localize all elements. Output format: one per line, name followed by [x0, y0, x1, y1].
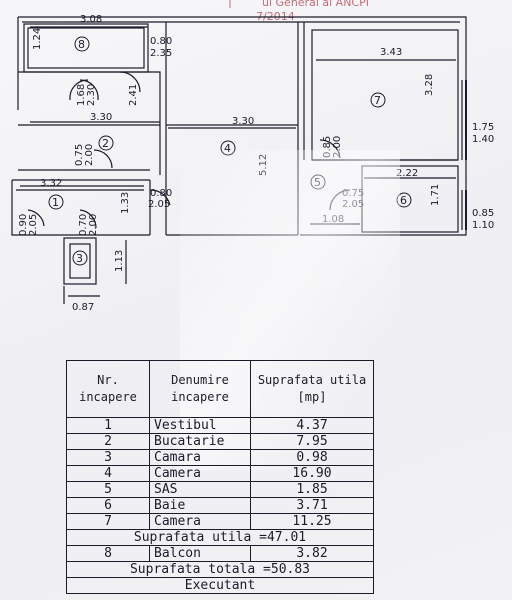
dim-113: 1.13	[114, 250, 125, 272]
balcon-row: 8 Balcon 3.82	[66, 545, 374, 562]
room-label-3: 3	[76, 252, 83, 265]
table-header-row: Nr. incapere Denumire incapere Suprafata…	[66, 360, 374, 418]
dim-222: 2.22	[396, 168, 418, 179]
dim-075-a: 0.75	[74, 144, 85, 166]
dim-241: 2.41	[128, 84, 139, 106]
dim-124: 1.24	[32, 28, 43, 50]
row-area: 1.85	[250, 481, 374, 498]
dim-308: 3.08	[80, 14, 102, 25]
stamp-line-1: ul General al ANCPI	[262, 0, 369, 9]
suprafata-utila-total: Suprafata utila =47.01	[66, 529, 374, 546]
table-row: 1 Vestibul 4.37	[66, 417, 374, 434]
dim-108: 1.08	[322, 214, 344, 225]
table-row: 6 Baie 3.71	[66, 497, 374, 514]
dim-110: 1.10	[472, 220, 494, 231]
dim-230: 2.30	[86, 84, 97, 106]
row-name: Baie	[149, 497, 251, 514]
dim-175: 1.75	[472, 122, 494, 133]
header-denumire: Denumire incapere	[149, 360, 251, 418]
dim-205-b: 2.05	[342, 199, 364, 210]
suprafata-totala-row: Suprafata totala =50.83	[66, 561, 374, 578]
row-nr: 2	[66, 433, 150, 450]
executant-row: Executant	[66, 577, 374, 594]
walls	[11, 16, 467, 304]
row-name: Camera	[149, 513, 251, 530]
row-area: 3.71	[250, 497, 374, 514]
row-name: Bucatarie	[149, 433, 251, 450]
room-markers: 8 2 4 7 5 6 1 3	[48, 36, 412, 266]
row-name: Vestibul	[149, 417, 251, 434]
dim-235: 2.35	[150, 48, 172, 59]
row-area: 16.90	[250, 465, 374, 482]
table-row: 4 Camera 16.90	[66, 465, 374, 482]
room-label-6: 6	[400, 194, 407, 207]
row-nr: 3	[66, 449, 150, 466]
dim-205-a: 2.05	[148, 199, 170, 210]
dim-168: 1.68	[76, 84, 87, 106]
dim-085-b: 0.85	[472, 208, 494, 219]
row-nr: 1	[66, 417, 150, 434]
table-row: 7 Camera 11.25	[66, 513, 374, 530]
table-row: 3 Camara 0.98	[66, 449, 374, 466]
row-area: 0.98	[250, 449, 374, 466]
dim-512: 5.12	[258, 154, 269, 176]
row-area: 7.95	[250, 433, 374, 450]
dim-332: 3.32	[40, 178, 62, 189]
dim-080-mid: 0.80	[150, 188, 172, 199]
area-table: Nr. incapere Denumire incapere Suprafata…	[66, 360, 374, 594]
row-area: 4.37	[250, 417, 374, 434]
executant-label: Executant	[66, 577, 374, 594]
row-name: Camara	[149, 449, 251, 466]
room-label-4: 4	[224, 142, 231, 155]
dim-200-b: 2.00	[332, 136, 343, 158]
dim-070: 0.70	[78, 214, 89, 236]
row-name: Camera	[149, 465, 251, 482]
dim-171: 1.71	[430, 184, 441, 206]
dim-330-left: 3.30	[90, 112, 112, 123]
suprafata-utila-row: Suprafata utila =47.01	[66, 529, 374, 546]
room-label-2: 2	[102, 137, 109, 150]
row-name: SAS	[149, 481, 251, 498]
balcon-area: 3.82	[250, 545, 374, 562]
dim-080-top: 0.80	[150, 36, 172, 47]
dim-330-mid: 3.30	[232, 116, 254, 127]
table-row: 5 SAS 1.85	[66, 481, 374, 498]
room-label-5: 5	[314, 176, 321, 189]
floor-plan: ul General al ANCPI 7/2014	[11, 0, 494, 313]
header-suprafata: Suprafata utila [mp]	[250, 360, 374, 418]
room-label-8: 8	[78, 38, 85, 51]
room-label-1: 1	[52, 196, 59, 209]
dim-200-a: 2.00	[84, 144, 95, 166]
row-nr: 7	[66, 513, 150, 530]
table-row: 2 Bucatarie 7.95	[66, 433, 374, 450]
row-nr: 5	[66, 481, 150, 498]
dim-343: 3.43	[380, 47, 402, 58]
row-nr: 6	[66, 497, 150, 514]
dim-140: 1.40	[472, 134, 494, 145]
balcon-nr: 8	[66, 545, 150, 562]
dim-205-c: 2.05	[28, 214, 39, 236]
header-nr: Nr. incapere	[66, 360, 150, 418]
row-area: 11.25	[250, 513, 374, 530]
balcon-name: Balcon	[149, 545, 251, 562]
dim-075-b: 0.75	[342, 188, 364, 199]
dim-090: 0.90	[18, 214, 29, 236]
dim-200-c: 2.00	[88, 214, 99, 236]
suprafata-totala-total: Suprafata totala =50.83	[66, 561, 374, 578]
dim-133: 1.33	[120, 192, 131, 214]
room-label-7: 7	[374, 94, 381, 107]
dim-085-a: 0.85	[322, 136, 333, 158]
dim-087: 0.87	[72, 302, 94, 313]
row-nr: 4	[66, 465, 150, 482]
dim-328: 3.28	[424, 74, 435, 96]
